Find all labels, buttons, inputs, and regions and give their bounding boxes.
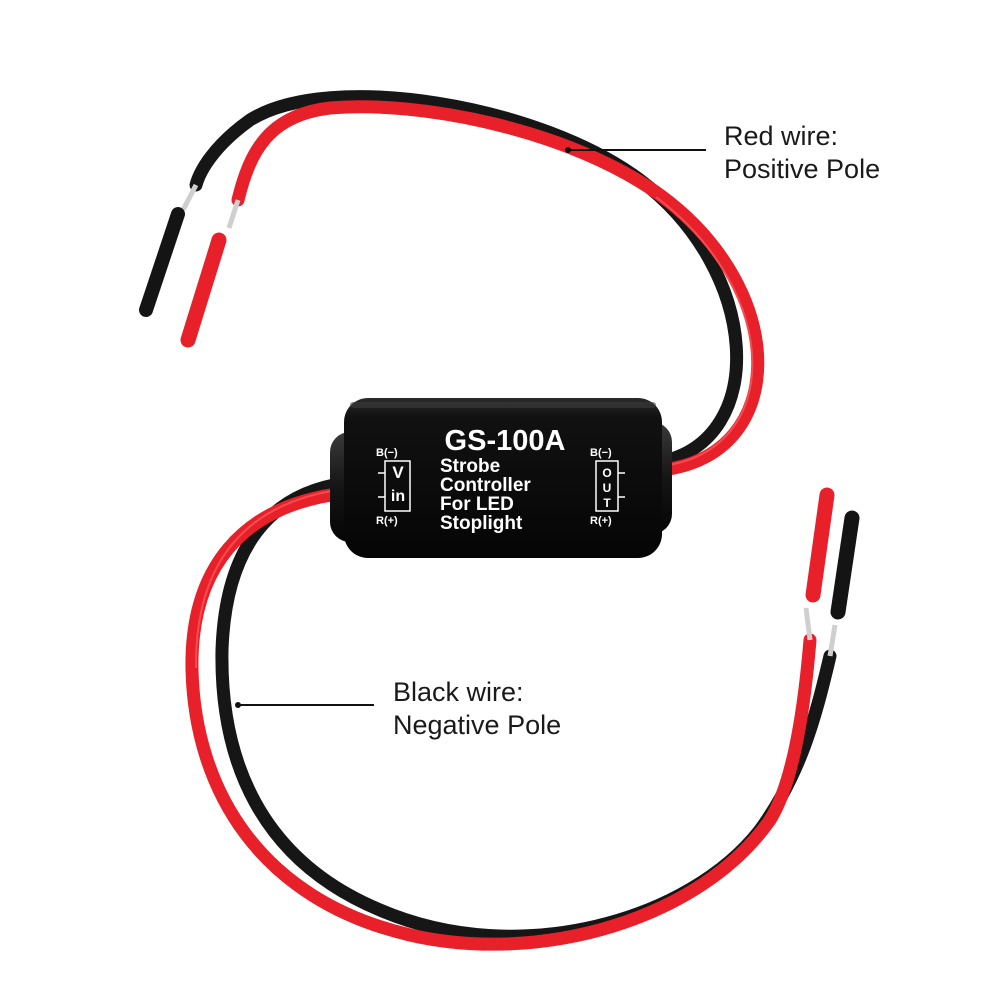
lower-red-wire (185, 486, 817, 951)
output-letter-o: O (602, 466, 611, 480)
upper-wire-pair (139, 90, 765, 477)
module-body (344, 398, 662, 558)
description-line-2: Controller (440, 475, 531, 496)
controller-module: GS-100A Strobe Controller For LED Stopli… (330, 398, 672, 558)
red-wire-leader-dot (565, 147, 571, 153)
output-bottom-label: R(+) (590, 515, 612, 527)
upper-black-wire (189, 90, 744, 469)
model-title: GS-100A (445, 425, 566, 457)
output-letter-u: U (603, 481, 612, 495)
upper-red-heatshrink (180, 232, 227, 348)
input-terminal-label: B(−) V in R(+) (376, 447, 411, 527)
output-top-label: B(−) (590, 447, 612, 459)
input-letter-v: V (392, 463, 404, 482)
lower-red-heatshrink (805, 487, 835, 603)
input-top-label: B(−) (376, 447, 398, 459)
red-wire-callout-line2: Positive Pole (724, 154, 881, 184)
description-line-4: Stoplight (440, 513, 523, 534)
red-wire-callout: Red wire: Positive Pole (724, 120, 880, 186)
output-letter-t: T (603, 496, 611, 510)
lower-black-heatshrink (830, 510, 860, 620)
red-wire-callout-line1: Red wire: (724, 121, 839, 151)
upper-red-copper (226, 199, 241, 229)
upper-black-copper (180, 183, 199, 212)
description-line-3: For LED (440, 494, 514, 515)
black-wire-callout: Black wire: Negative Pole (393, 676, 561, 742)
black-wire-callout-line2: Negative Pole (393, 710, 562, 740)
lower-wire-pair (185, 476, 860, 951)
input-letters-in: in (391, 488, 405, 505)
output-terminal-label: B(−) O U T R(+) (590, 447, 625, 527)
upper-black-heatshrink (139, 207, 185, 317)
lower-red-copper (803, 607, 813, 641)
black-wire-leader-dot (235, 702, 241, 708)
lower-black-copper (827, 624, 838, 657)
upper-red-wire (231, 100, 765, 477)
black-wire-callout-line1: Black wire: (393, 677, 524, 707)
input-bottom-label: R(+) (376, 515, 398, 527)
description-line-1: Strobe (440, 456, 500, 477)
